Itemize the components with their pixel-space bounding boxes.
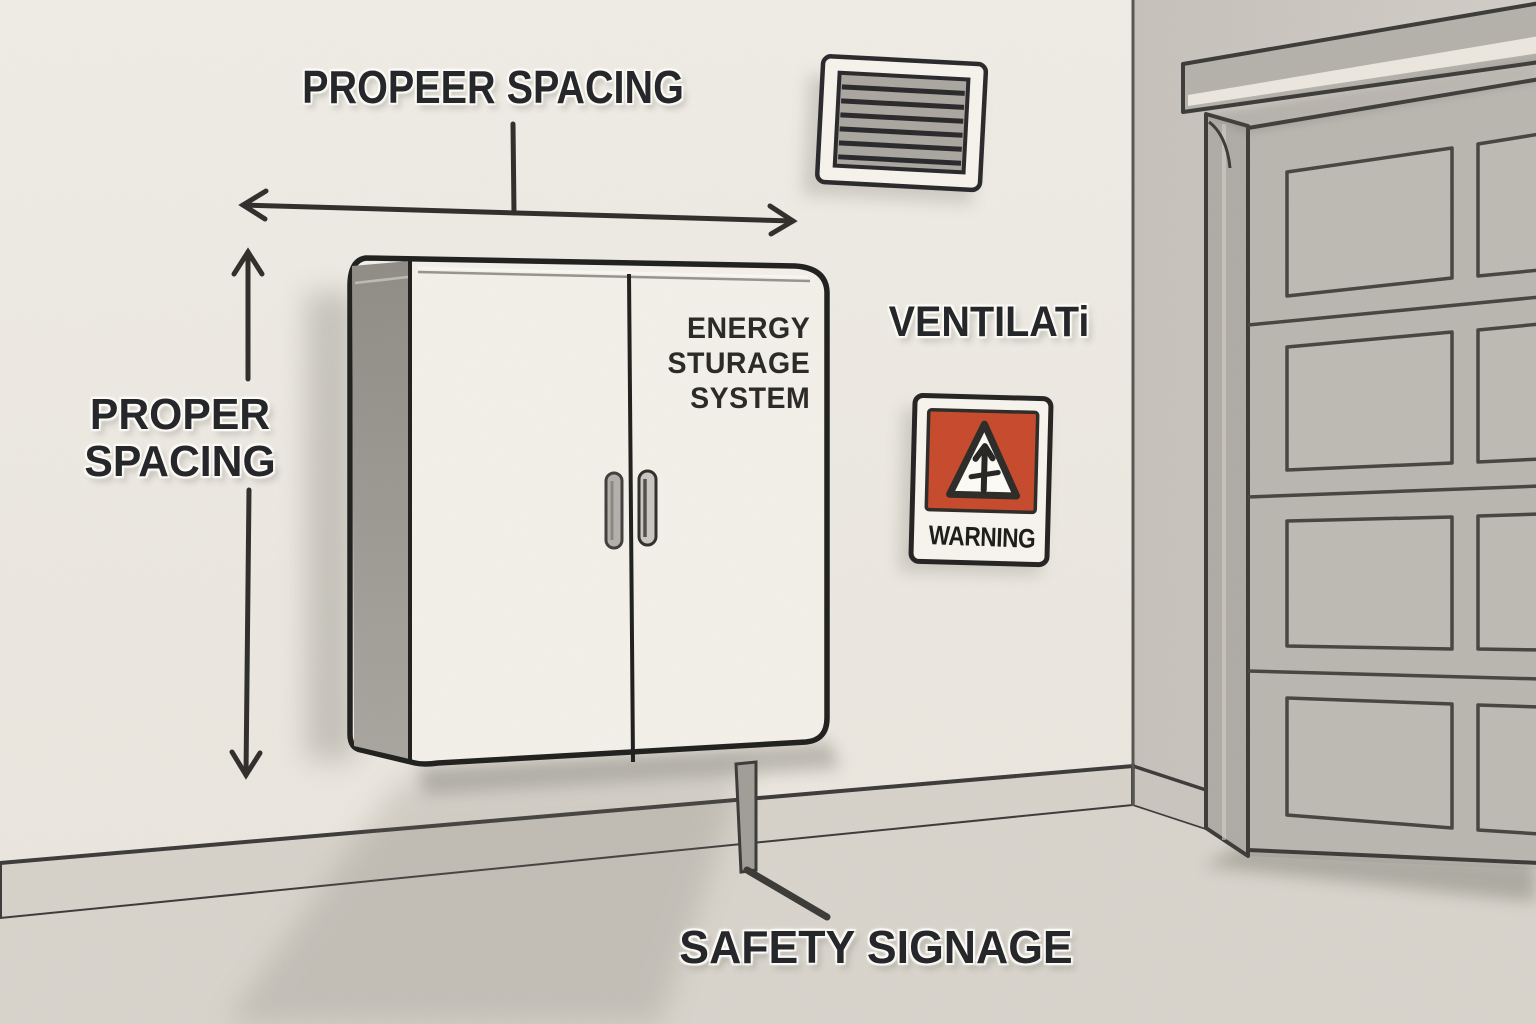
label-proper-spacing-left-line1: PROPER [89, 390, 271, 439]
label-proper-spacing-left-line2: SPACING [84, 437, 276, 486]
warning-sign-text: WARNING [928, 520, 1036, 554]
cabinet-label: ENERGY STURAGE SYSTEM [667, 311, 810, 416]
label-safety-signage: SAFETY SIGNAGE [679, 921, 1073, 973]
label-proper-spacing-left: PROPER SPACING [84, 391, 275, 485]
label-ventilation: VENTILATi [888, 298, 1090, 346]
cabinet-label-line1: ENERGY [686, 312, 810, 345]
cabinet-label-line2: STURAGE [667, 347, 810, 380]
label-proper-spacing-top: PROPEER SPACING [302, 61, 684, 113]
cabinet-label-line3: SYSTEM [689, 382, 810, 415]
